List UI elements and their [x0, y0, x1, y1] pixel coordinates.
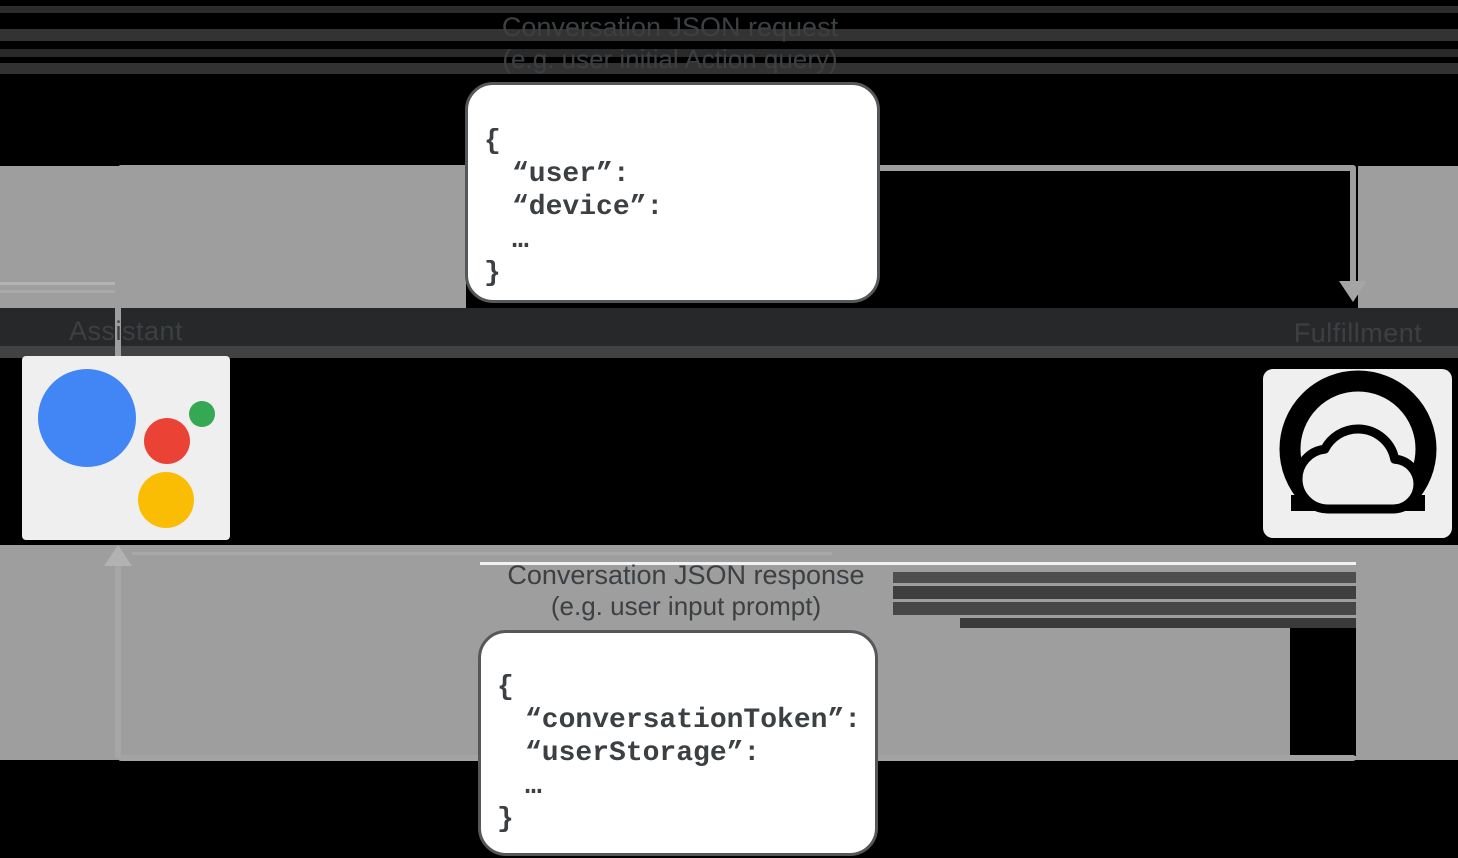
- artifact-line: [132, 552, 832, 555]
- background-stripe: [0, 6, 1458, 13]
- artifact-stripe: [960, 618, 1356, 628]
- artifact-block: [1290, 628, 1356, 756]
- artifact-line: [0, 290, 120, 293]
- response-arrow-line-left-vertical: [115, 566, 121, 758]
- background-block: [1358, 166, 1458, 310]
- code-line: }: [497, 804, 514, 835]
- google-assistant-logo: [38, 369, 215, 528]
- response-arrowhead-icon: [104, 545, 132, 566]
- request-title: Conversation JSON request: [501, 12, 839, 42]
- fulfillment-node: [1263, 369, 1452, 538]
- background-stripe: [0, 63, 1458, 74]
- request-json-snippet: { “user”: “device”: … }: [465, 82, 880, 303]
- artifact-stripe: [893, 572, 1356, 583]
- response-json-snippet: { “conversationToken”: “userStorage”: … …: [478, 630, 878, 856]
- label-band: [0, 346, 1458, 358]
- code-line: “device”:: [512, 192, 664, 223]
- response-subtitle: (e.g. user input prompt): [550, 591, 822, 621]
- response-title: Conversation JSON response: [507, 560, 865, 590]
- fulfillment-label: Fulfillment: [1293, 318, 1423, 348]
- code-line: …: [525, 771, 542, 802]
- request-arrow-line-right-vertical: [1350, 168, 1356, 282]
- artifact-stripe: [893, 586, 1356, 599]
- artifact-line: [480, 562, 1356, 565]
- background-block: [0, 166, 466, 310]
- code-line: {: [497, 672, 514, 703]
- code-line: {: [484, 126, 501, 157]
- label-band: [0, 308, 1458, 346]
- request-arrow-line-left-vertical: [115, 168, 121, 358]
- code-line: }: [484, 258, 501, 289]
- request-arrowhead-icon: [1339, 281, 1367, 302]
- code-line: “user”:: [512, 159, 630, 190]
- artifact-line: [0, 282, 120, 285]
- code-line: …: [512, 225, 529, 256]
- code-line: “userStorage”:: [525, 738, 761, 769]
- background-stripe: [0, 49, 1458, 57]
- assistant-node: [22, 356, 230, 540]
- cloud-fulfillment-icon: [1271, 370, 1445, 538]
- artifact-stripe: [893, 602, 1356, 615]
- background-stripe: [0, 29, 1458, 41]
- assistant-label: Assistant: [68, 316, 184, 346]
- code-line: “conversationToken”:: [525, 705, 862, 736]
- request-subtitle: (e.g. user initial Action query): [502, 44, 838, 74]
